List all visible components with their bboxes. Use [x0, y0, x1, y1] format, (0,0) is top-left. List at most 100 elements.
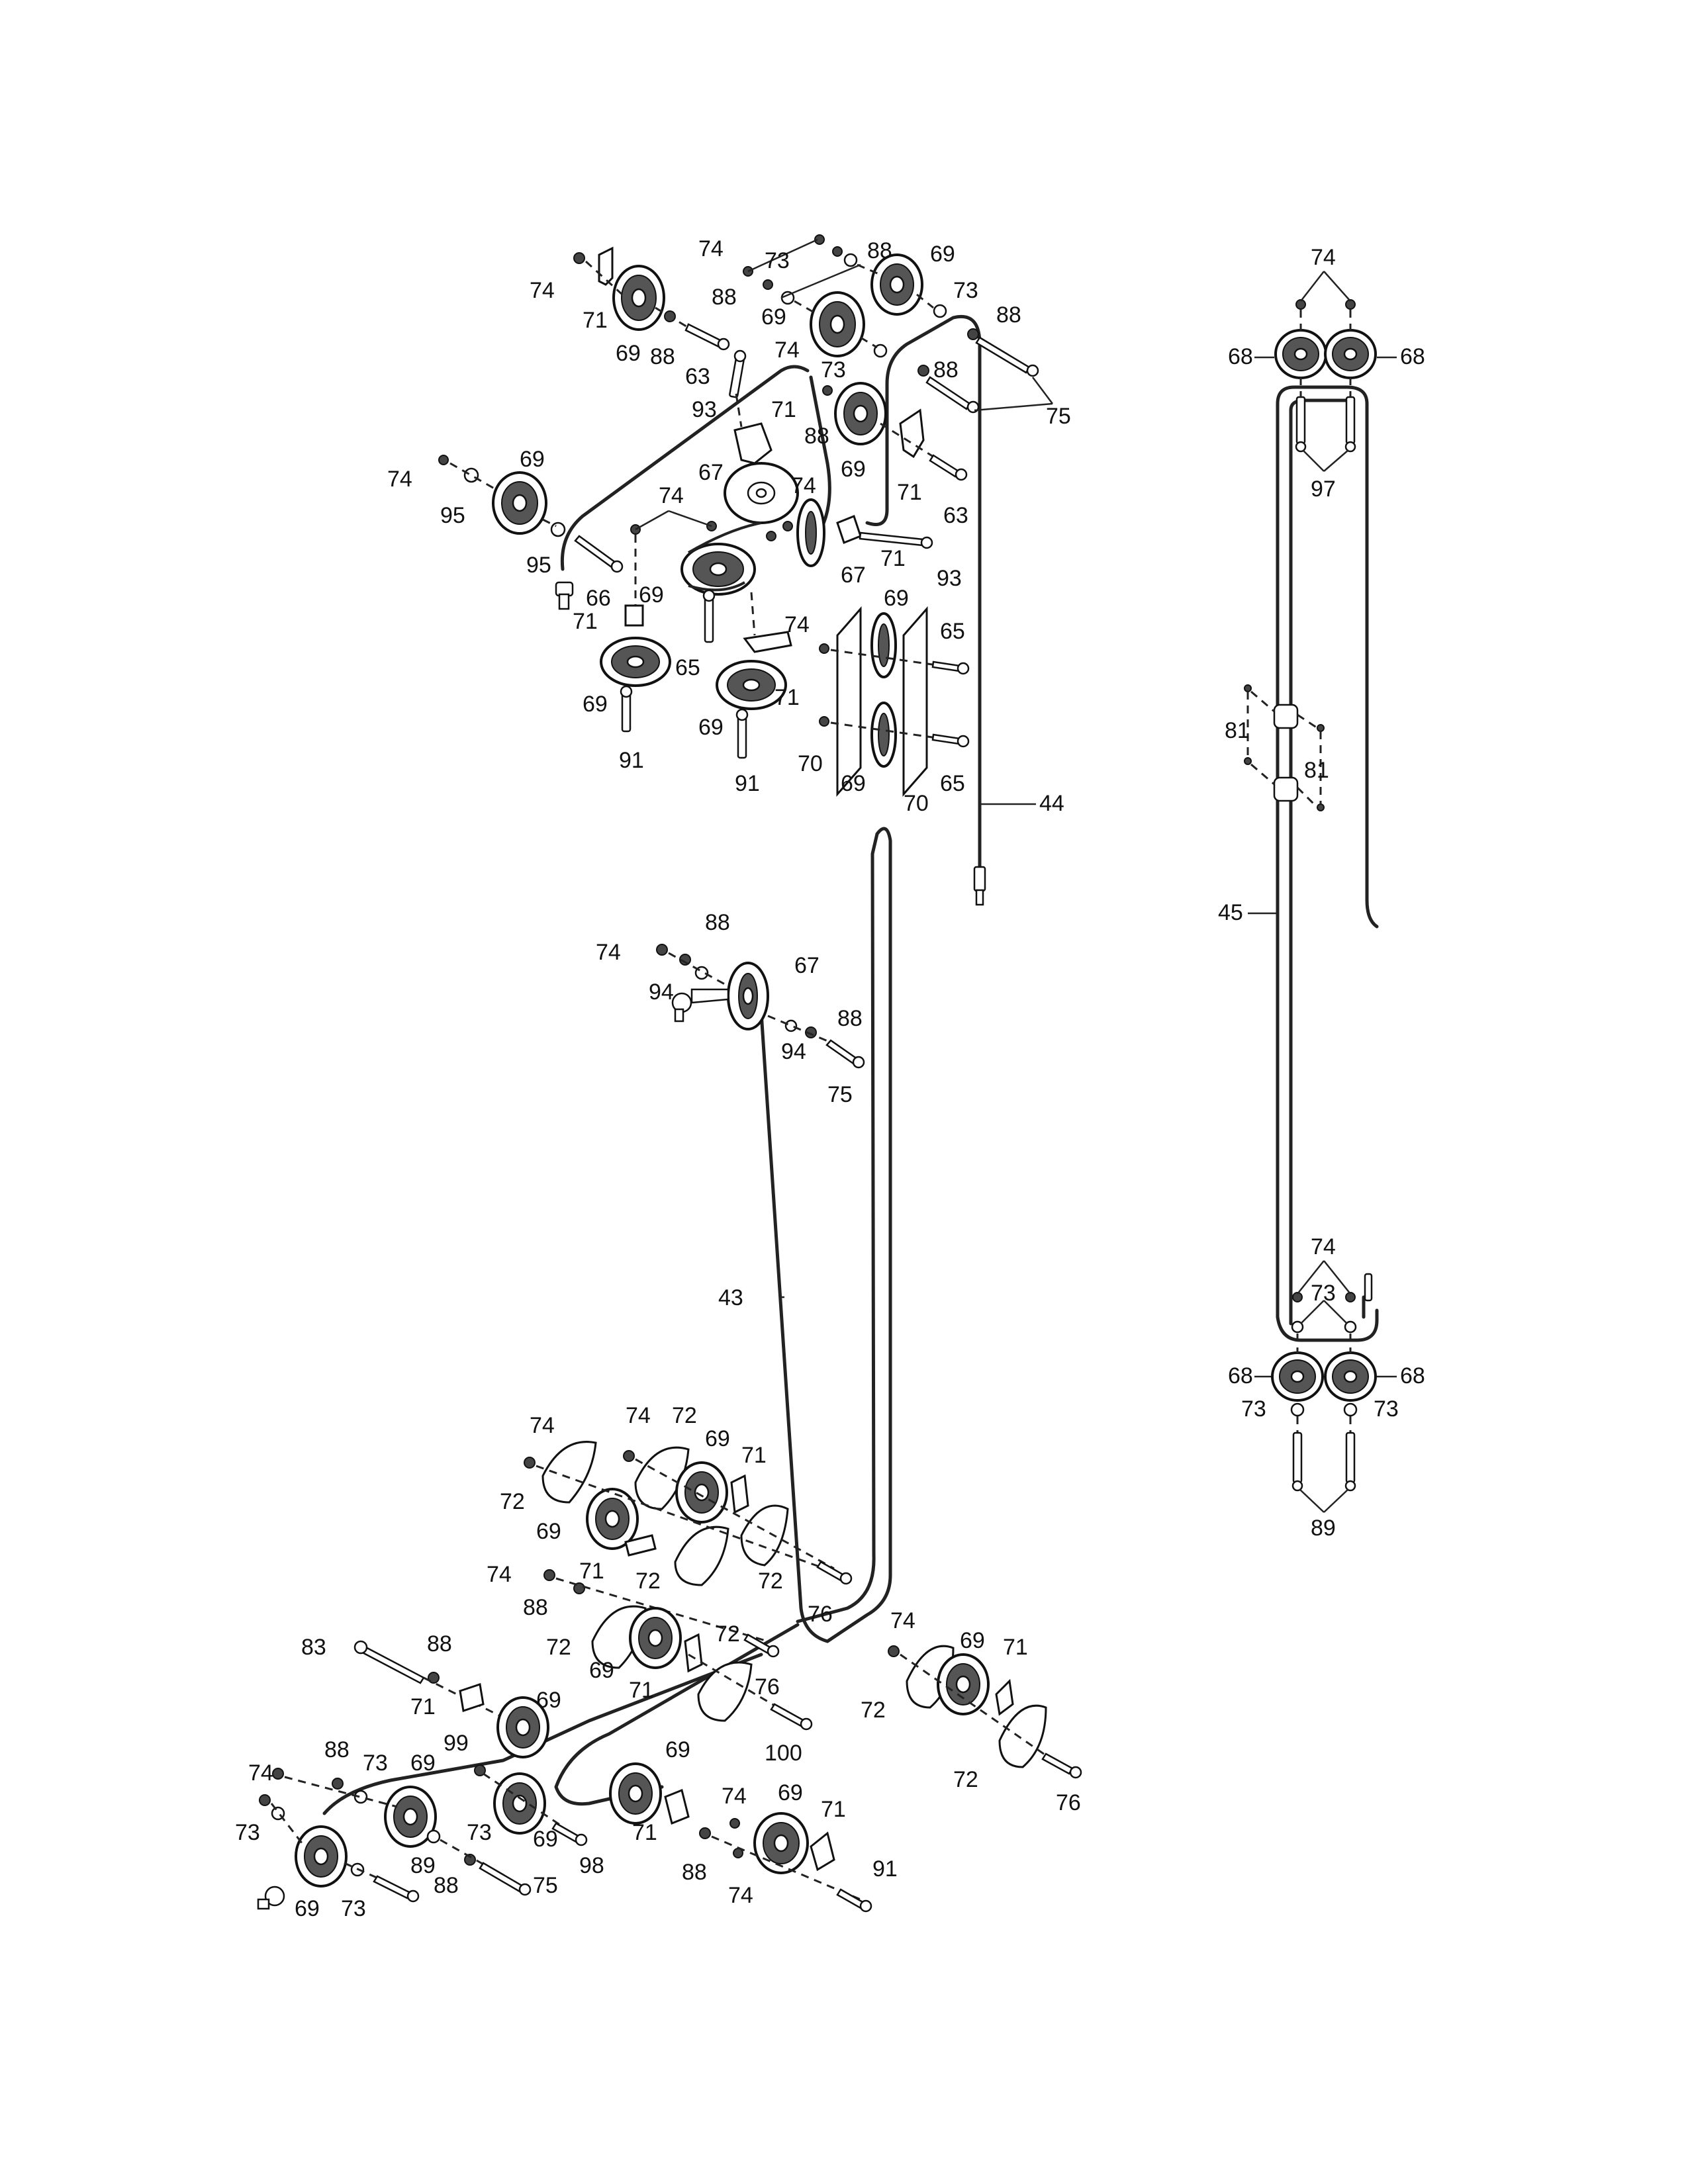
shaft-67-middle: [690, 988, 729, 1004]
washer-88-right-top: [967, 328, 979, 340]
label-88-j: 88: [427, 1631, 452, 1657]
label-88-m: 88: [682, 1860, 707, 1885]
cable-end-fitting-44: [973, 866, 986, 906]
pulley-69-bottom-d: [384, 1786, 437, 1848]
bracket-71-right-mid: [899, 408, 925, 459]
bolt-83: [353, 1640, 425, 1684]
label-93-b: 93: [937, 566, 962, 591]
label-68-a: 68: [1228, 344, 1253, 369]
label-74-i: 74: [530, 1413, 555, 1438]
label-69-f: 69: [639, 582, 664, 608]
label-74-g: 74: [784, 612, 810, 637]
label-65-b: 65: [940, 619, 965, 644]
spacer-73-right-lower-a: [1290, 1402, 1305, 1417]
spacer-95-lower: [550, 522, 566, 537]
bolt-89: [373, 1875, 420, 1903]
label-69-o: 69: [960, 1628, 985, 1653]
bracket-71-lower-b: [730, 1474, 749, 1514]
washer-88-middle: [679, 954, 691, 966]
label-71-k: 71: [1003, 1635, 1028, 1660]
cable-end-fitting-upper: [555, 581, 574, 610]
spacer-73-top: [843, 253, 858, 267]
label-74-a: 74: [530, 278, 555, 303]
label-69-j: 69: [841, 771, 866, 796]
label-91-c: 91: [872, 1856, 898, 1882]
label-74-right-top: 74: [1311, 245, 1336, 270]
nut-74-right-top-b: [1345, 299, 1356, 310]
washer-88-right-mid: [917, 365, 929, 377]
label-69-b: 69: [930, 242, 955, 267]
bolt-89-right-a: [1291, 1432, 1303, 1492]
pulley-69-bottom-a: [496, 1696, 549, 1758]
nut-74-lower-c: [543, 1569, 555, 1581]
nut-74-lower-right: [888, 1645, 900, 1657]
label-71-m: 71: [821, 1797, 846, 1822]
label-95-b: 95: [526, 553, 551, 578]
label-67-c: 67: [794, 953, 820, 978]
bolt-63-top-left: [684, 323, 730, 351]
label-99: 99: [444, 1731, 469, 1756]
label-88-a: 88: [650, 344, 675, 369]
bracket-71-top-left: [598, 246, 614, 286]
nut-74-plate-upper: [819, 643, 829, 654]
bracket-71-lower-right: [995, 1678, 1014, 1716]
nut-74-left: [438, 455, 449, 465]
clamp-81-lower: [1273, 776, 1299, 802]
label-43: 43: [718, 1285, 743, 1310]
label-72-a: 72: [672, 1403, 697, 1428]
bracket-71-center-right: [743, 631, 792, 653]
label-88-l: 88: [434, 1873, 459, 1898]
cable-end-fitting-right: [1364, 1273, 1373, 1302]
label-69-m: 69: [589, 1658, 614, 1683]
bolt-75-bottom: [479, 1862, 532, 1896]
pulley-68-bottom-right: [1324, 1351, 1377, 1402]
pulley-69-plate-lower: [870, 702, 897, 768]
label-97: 97: [1311, 477, 1336, 502]
bolt-91-center: [735, 708, 749, 759]
cable-end-fitting-middle: [671, 992, 692, 1023]
bracket-71-center: [733, 422, 773, 465]
disc-72-lower-mid: [697, 1661, 753, 1722]
label-68-b: 68: [1400, 344, 1425, 369]
label-68-d: 68: [1400, 1363, 1425, 1388]
label-73-f: 73: [235, 1820, 260, 1845]
label-74-f: 74: [791, 473, 816, 498]
bracket-71-lower-a: [624, 1534, 657, 1557]
label-65-a: 65: [675, 655, 700, 680]
label-63-b: 63: [943, 503, 968, 528]
label-69-a: 69: [616, 341, 641, 366]
label-74-j: 74: [626, 1403, 651, 1428]
label-69-h: 69: [698, 715, 724, 740]
cable-45: [1276, 385, 1379, 1342]
nut-74-lower-a: [524, 1457, 536, 1469]
label-75-b: 75: [827, 1082, 853, 1107]
bolt-93-mid: [859, 531, 933, 549]
bolt-93-top: [729, 349, 747, 398]
label-73-right: 73: [1311, 1281, 1336, 1306]
label-69-c: 69: [761, 304, 786, 330]
washer-88-bottom-right: [699, 1827, 711, 1839]
pulley-69-bottom-c: [609, 1762, 662, 1825]
bracket-71-bottom-c: [664, 1788, 690, 1825]
label-73-g: 73: [467, 1820, 492, 1845]
nut-74-mid-b: [766, 531, 776, 541]
label-69-e: 69: [520, 447, 545, 472]
bolt-65-plate-lower: [931, 733, 970, 748]
washer-88-lower-c: [573, 1582, 585, 1594]
nut-74-top: [814, 234, 825, 245]
label-74-b: 74: [698, 236, 724, 261]
nut-74-right-top-a: [1295, 299, 1306, 310]
spacer-73-mid: [873, 343, 888, 358]
label-88-g: 88: [705, 910, 730, 935]
nut-74-mid: [782, 521, 793, 531]
label-74-e: 74: [659, 483, 684, 508]
label-69-q: 69: [665, 1737, 690, 1762]
pulley-69-top-center: [810, 291, 865, 357]
label-73-right-a: 73: [1241, 1396, 1266, 1422]
label-70-a: 70: [798, 751, 823, 776]
bolt-65-center: [702, 589, 716, 643]
label-72-d: 72: [758, 1569, 783, 1594]
bolt-76-middle: [743, 1633, 780, 1658]
nut-74-bottom-a: [272, 1768, 284, 1780]
screw-81-d: [1317, 803, 1325, 811]
